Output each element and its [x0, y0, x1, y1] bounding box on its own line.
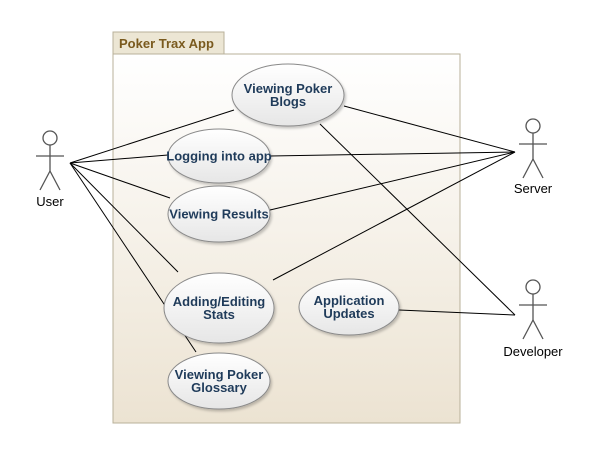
stick-figure-icon	[519, 118, 547, 179]
use-case-label: Adding/Editing	[173, 294, 265, 309]
use-case-ellipse	[163, 272, 275, 344]
use-case-label: Logging into app	[166, 149, 271, 164]
use-case-results[interactable]: Viewing Results	[167, 185, 271, 243]
association-user-login	[69, 154, 169, 164]
association-server-blogs	[343, 105, 516, 153]
actor-label: User	[36, 194, 64, 209]
use-case-ellipse	[167, 185, 271, 243]
association-user-results	[69, 162, 171, 199]
use-case-label: Viewing Results	[169, 207, 268, 222]
association-developer-updates	[398, 309, 516, 316]
use-case-label: Viewing Poker	[244, 81, 333, 96]
association-server-login	[269, 151, 516, 157]
stick-figure-icon	[519, 279, 547, 340]
association-server-stats	[272, 151, 516, 281]
package-title: Poker Trax App	[119, 36, 214, 51]
use-case-ellipse	[167, 128, 271, 184]
stick-figure-icon	[36, 130, 64, 191]
actor-developer[interactable]: Developer	[503, 279, 563, 359]
use-case-label: Viewing Poker	[175, 367, 264, 382]
use-case-ellipse	[298, 278, 400, 336]
association-developer-blogs	[319, 123, 516, 316]
use-case-label: Stats	[203, 307, 235, 322]
association-user-stats	[69, 162, 179, 273]
use-case-label: Application	[314, 293, 385, 308]
use-case-login[interactable]: Logging into app	[166, 128, 272, 184]
association-user-blogs	[69, 109, 235, 164]
use-case-ellipse	[231, 63, 345, 127]
use-case-label: Glossary	[191, 380, 247, 395]
actor-label: Server	[514, 181, 553, 196]
use-case-label: Blogs	[270, 94, 306, 109]
use-case-ellipse	[167, 352, 271, 410]
use-case-label: Updates	[323, 306, 374, 321]
actor-label: Developer	[503, 344, 563, 359]
actor-server[interactable]: Server	[514, 118, 553, 196]
actor-user[interactable]: User	[36, 130, 64, 209]
association-server-results	[269, 151, 516, 211]
